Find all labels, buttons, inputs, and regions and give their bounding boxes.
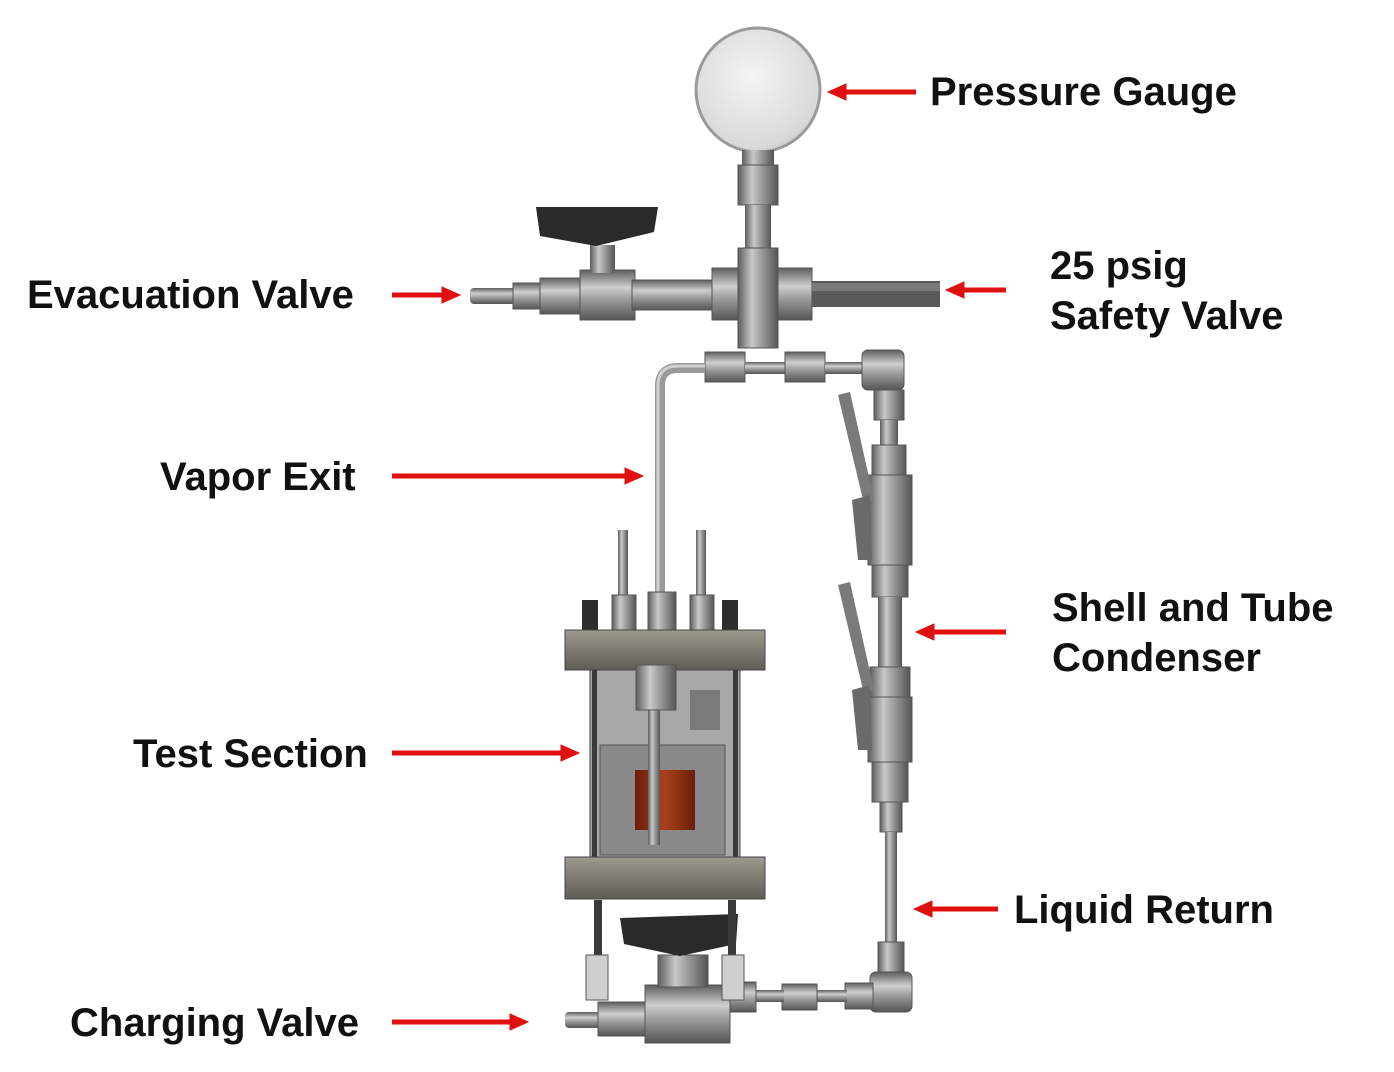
- label-shell-tube-line1: Shell and Tube: [1052, 586, 1334, 630]
- arrow-evacuation-valve: [392, 286, 462, 304]
- bottom-manifold: [727, 981, 874, 1013]
- cross-fitting: [711, 247, 813, 349]
- label-evacuation-valve: Evacuation Valve: [27, 273, 354, 317]
- arrow-vapor-exit: [392, 467, 645, 485]
- label-pressure-gauge: Pressure Gauge: [930, 70, 1237, 114]
- arrow-liquid-return: [912, 900, 998, 918]
- label-vapor-exit: Vapor Exit: [160, 455, 356, 499]
- safety-valve: [812, 281, 940, 307]
- label-safety-valve-line1: 25 psig: [1050, 244, 1188, 288]
- shell-tube-condenser: [838, 389, 913, 803]
- arrow-test-section: [392, 744, 581, 762]
- arrow-condenser: [914, 623, 1006, 641]
- arrow-charging-valve: [392, 1013, 530, 1031]
- evacuation-valve: [470, 207, 713, 321]
- arrow-pressure-gauge: [826, 83, 916, 101]
- test-section: [564, 530, 766, 1001]
- top-manifold: [704, 349, 905, 391]
- arrows: [392, 83, 1006, 1031]
- pressure-gauge: [694, 26, 822, 250]
- arrow-safety-valve: [944, 281, 1006, 299]
- label-shell-tube-line2: Condenser: [1052, 636, 1261, 680]
- label-safety-valve-line2: Safety Valve: [1050, 294, 1284, 338]
- label-liquid-return: Liquid Return: [1014, 888, 1274, 932]
- label-test-section: Test Section: [133, 732, 368, 776]
- vapor-exit-tube: [655, 363, 705, 600]
- label-charging-valve: Charging Valve: [70, 1001, 359, 1045]
- charging-valve: [565, 914, 738, 1044]
- liquid-return-tube: [869, 801, 913, 1013]
